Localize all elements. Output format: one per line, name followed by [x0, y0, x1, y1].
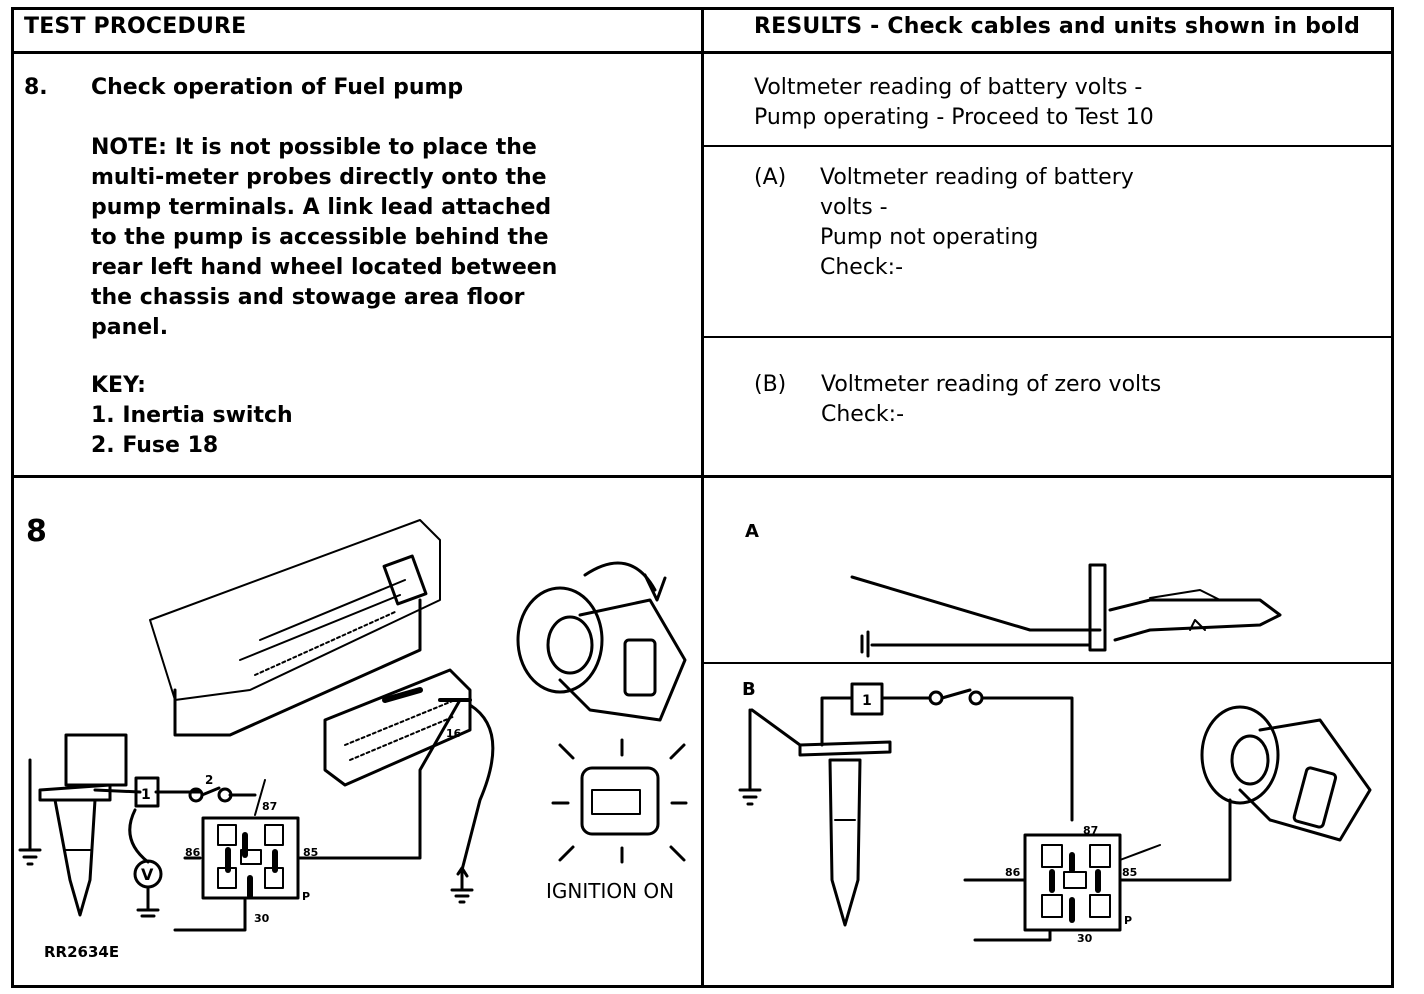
relay-pin-p: P: [302, 890, 310, 903]
relay-pin-30: 30: [254, 912, 270, 925]
procedure-title: Check operation of Fuel pump: [91, 75, 464, 100]
diagram-a: [850, 563, 1282, 658]
relay-pin-87: 87: [262, 800, 277, 813]
note-line: multi-meter probes directly onto the: [91, 165, 547, 190]
relay-icon: [201, 779, 300, 900]
relay-pin-86: 86: [185, 846, 201, 859]
note-line: pump terminals. A link lead attached: [91, 195, 552, 220]
result-line: Voltmeter reading of battery volts -: [754, 75, 1143, 100]
diagram-a-label: A: [745, 521, 759, 542]
voltmeter-icon: [133, 859, 163, 889]
note-line: panel.: [91, 315, 169, 340]
diagram-b: [738, 682, 1372, 942]
key-item: 2. Fuse 18: [91, 433, 219, 458]
fuse-label: 2: [205, 773, 213, 787]
result-line: Voltmeter reading of zero volts: [821, 372, 1162, 397]
ignition-key-icon: [1200, 705, 1372, 842]
result-line: Pump not operating: [820, 225, 1039, 250]
result-line: volts -: [820, 195, 888, 220]
result-a-label: (A): [754, 165, 787, 190]
diagram-b-label: B: [742, 679, 756, 700]
fuse-icon: [928, 690, 944, 706]
test-probe-icon: [1108, 598, 1282, 642]
result-line: Check:-: [820, 255, 904, 280]
result-line: Voltmeter reading of battery: [820, 165, 1134, 190]
relay-pin-85: 85: [1122, 866, 1137, 879]
ignition-key-icon: [516, 561, 687, 722]
key-item: 1. Inertia switch: [91, 403, 293, 428]
ecu-plug-icon: [323, 668, 472, 787]
ignition-label: IGNITION ON: [546, 879, 674, 903]
note-line: rear left hand wheel located between: [91, 255, 558, 280]
relay-pin-p: P: [1124, 914, 1132, 927]
result-b: Voltmeter reading of zero volts Check:-: [821, 370, 1161, 430]
result-main: Voltmeter reading of battery volts - Pum…: [754, 73, 1154, 133]
header-results: RESULTS - Check cables and units shown i…: [754, 14, 1361, 39]
diagram-number: 8: [26, 514, 47, 549]
relay-pin-86: 86: [1005, 866, 1021, 879]
note-line: NOTE: It is not possible to place the: [91, 135, 537, 160]
relay-pin-87: 87: [1083, 824, 1098, 837]
relay-icon: [1023, 833, 1122, 932]
result-line: Check:-: [821, 402, 905, 427]
result-b-label: (B): [754, 372, 787, 397]
procedure-note: NOTE: It is not possible to place the mu…: [91, 133, 557, 343]
header-test-procedure: TEST PROCEDURE: [24, 14, 247, 39]
note-line: the chassis and stowage area floor: [91, 285, 525, 310]
fuel-pump-icon: [38, 733, 128, 917]
result-a: Voltmeter reading of battery volts - Pum…: [820, 163, 1134, 283]
inertia-label: 1: [141, 787, 151, 803]
result-line: Pump operating - Proceed to Test 10: [754, 105, 1154, 130]
key-title: KEY:: [91, 373, 146, 398]
ignition-warning-lamp-icon: [551, 738, 688, 864]
inertia-label: 1: [862, 693, 872, 709]
plug-pin-16: 16: [446, 727, 462, 740]
note-line: to the pump is accessible behind the: [91, 225, 549, 250]
procedure-key: KEY: 1. Inertia switch 2. Fuse 18: [91, 371, 293, 461]
fuel-pump-icon: [798, 740, 892, 927]
inertia-switch-icon: [134, 776, 160, 808]
relay-pin-30: 30: [1077, 932, 1093, 945]
procedure-number: 8.: [24, 75, 48, 100]
voltmeter-label: V: [141, 865, 154, 884]
diagram-ref: RR2634E: [44, 943, 119, 961]
relay-pin-85: 85: [303, 846, 318, 859]
ecu-connector-icon: [149, 519, 441, 737]
